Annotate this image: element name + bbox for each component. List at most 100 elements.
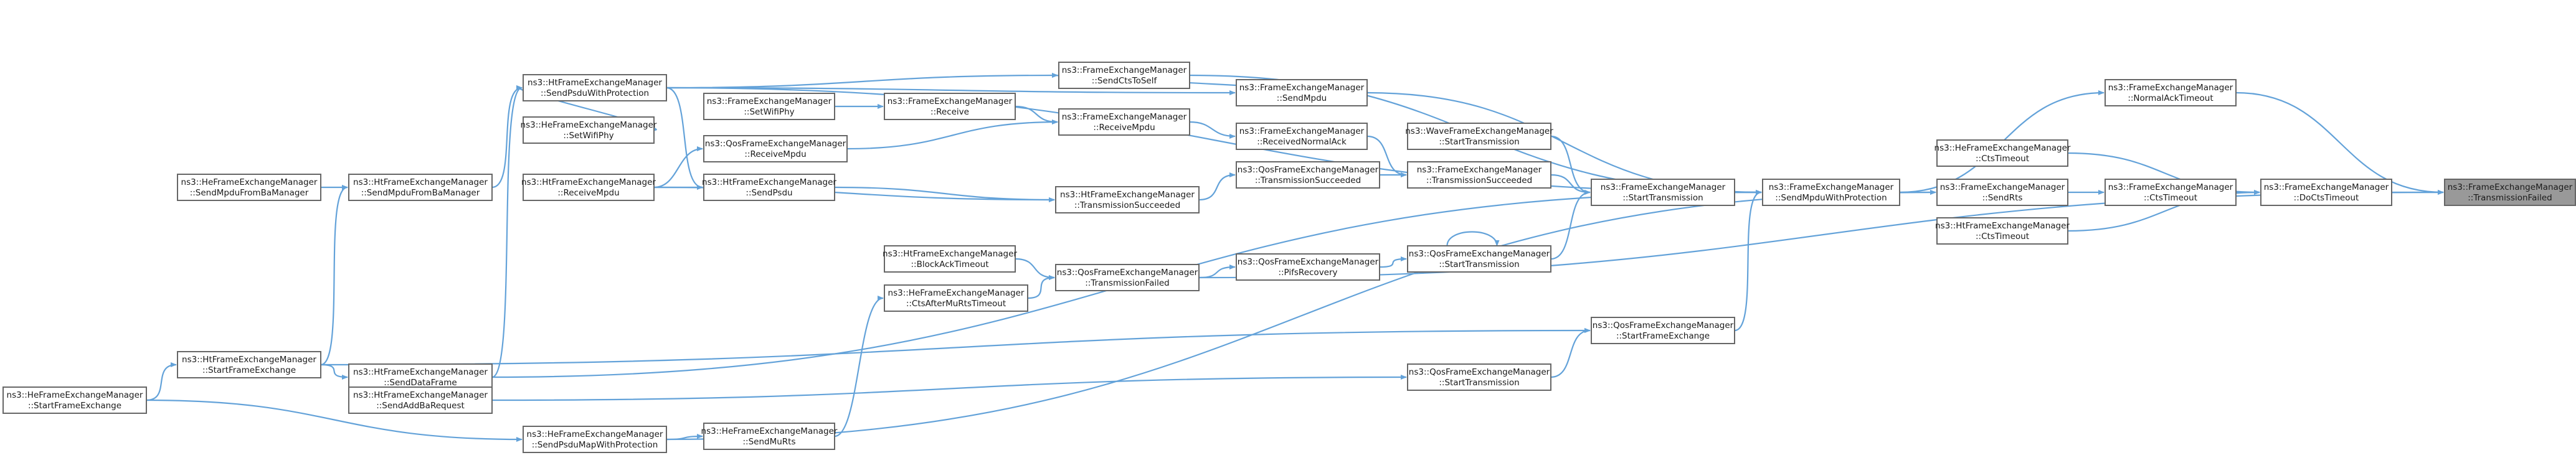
node-class-label: ns3::HtFrameExchangeManager <box>182 355 316 365</box>
graph-node[interactable]: ns3::WaveFrameExchangeManager::StartTran… <box>1405 123 1553 150</box>
node-box[interactable] <box>1407 123 1551 150</box>
node-box[interactable] <box>703 93 835 120</box>
node-method-label: ::SendPsdu <box>746 188 792 198</box>
node-class-label: ns3::FrameExchangeManager <box>2108 83 2233 93</box>
node-box[interactable] <box>703 174 835 201</box>
node-box[interactable] <box>2105 179 2237 206</box>
edge-n35-to-n30 <box>491 85 523 378</box>
node-box[interactable] <box>1936 217 2068 245</box>
graph-node[interactable]: ns3::HtFrameExchangeManager::ReceiveMpdu <box>521 174 656 201</box>
node-box[interactable] <box>2260 179 2392 206</box>
graph-node[interactable]: ns3::QosFrameExchangeManager::ReceiveMpd… <box>703 135 848 162</box>
graph-node[interactable]: ns3::QosFrameExchangeManager::Transmissi… <box>1236 161 1380 189</box>
graph-node[interactable]: ns3::QosFrameExchangeManager::Transmissi… <box>1055 264 1200 291</box>
graph-node[interactable]: ns3::HtFrameExchangeManager::SendMpduFro… <box>348 174 493 201</box>
graph-node[interactable]: ns3::FrameExchangeManager::SetWifiPhy <box>703 93 835 120</box>
edge-n29-to-n28 <box>834 296 884 438</box>
graph-node[interactable]: ns3::HtFrameExchangeManager::SendPsdu <box>702 174 836 201</box>
graph-node[interactable]: ns3::FrameExchangeManager::Receive <box>884 93 1016 120</box>
graph-node[interactable]: ns3::FrameExchangeManager::ReceiveMpdu <box>1058 108 1190 136</box>
graph-node[interactable]: ns3::HtFrameExchangeManager::SendAddBaRe… <box>348 386 493 414</box>
node-box[interactable] <box>2 386 147 414</box>
node-box[interactable] <box>177 351 321 378</box>
graph-node[interactable]: ns3::FrameExchangeManager::TransmissionF… <box>2444 179 2576 206</box>
node-class-label: ns3::WaveFrameExchangeManager <box>1405 126 1553 136</box>
graph-node[interactable]: ns3::HeFrameExchangeManager::SendPsduMap… <box>523 426 667 453</box>
node-box[interactable] <box>703 135 848 162</box>
node-class-label: ns3::FrameExchangeManager <box>2108 182 2233 192</box>
node-box[interactable] <box>177 174 321 201</box>
node-box[interactable] <box>884 93 1016 120</box>
graph-node[interactable]: ns3::FrameExchangeManager::ReceivedNorma… <box>1236 123 1368 150</box>
graph-node[interactable]: ns3::FrameExchangeManager::CtsTimeout <box>2105 179 2237 206</box>
node-class-label: ns3::HtFrameExchangeManager <box>883 249 1017 259</box>
node-box[interactable] <box>1407 363 1551 391</box>
node-box[interactable] <box>1058 62 1190 89</box>
graph-node[interactable]: ns3::HeFrameExchangeManager::SendMuRts <box>701 423 838 450</box>
graph-node[interactable]: ns3::HtFrameExchangeManager::CtsTimeout <box>1935 217 2070 245</box>
node-box[interactable] <box>884 284 1028 312</box>
node-box[interactable] <box>1407 161 1551 189</box>
graph-node[interactable]: ns3::HtFrameExchangeManager::SendDataFra… <box>348 363 493 391</box>
node-box[interactable] <box>523 116 655 144</box>
graph-node[interactable]: ns3::FrameExchangeManager::TransmissionS… <box>1407 161 1551 189</box>
graph-node[interactable]: ns3::HeFrameExchangeManager::StartFrameE… <box>2 386 147 414</box>
node-class-label: ns3::HeFrameExchangeManager <box>7 390 143 400</box>
graph-node[interactable]: ns3::QosFrameExchangeManager::StartFrame… <box>1591 317 1735 344</box>
graph-node[interactable]: ns3::FrameExchangeManager::SendCtsToSelf <box>1058 62 1190 89</box>
node-box[interactable] <box>1058 108 1190 136</box>
node-box[interactable] <box>1591 179 1735 206</box>
node-box[interactable] <box>348 174 493 201</box>
node-method-label: ::TransmissionFailed <box>1085 278 1169 288</box>
node-method-label: ::Receive <box>930 107 969 117</box>
node-class-label: ns3::QosFrameExchangeManager <box>1593 321 1734 330</box>
graph-node[interactable]: ns3::FrameExchangeManager::DoCtsTimeout <box>2260 179 2392 206</box>
node-box[interactable] <box>348 386 493 414</box>
edge-n11-to-n12 <box>1189 121 1236 139</box>
graph-node[interactable]: ns3::FrameExchangeManager::SendRts <box>1936 179 2068 206</box>
node-box[interactable] <box>348 363 493 391</box>
node-box[interactable] <box>2105 79 2237 106</box>
graph-node[interactable]: ns3::QosFrameExchangeManager::StartTrans… <box>1407 245 1551 273</box>
node-class-label: ns3::QosFrameExchangeManager <box>1409 367 1550 377</box>
node-box[interactable] <box>1236 161 1380 189</box>
graph-node[interactable]: ns3::QosFrameExchangeManager::StartTrans… <box>1407 363 1551 391</box>
node-box[interactable] <box>884 245 1016 273</box>
node-box[interactable] <box>1236 123 1368 150</box>
node-box[interactable] <box>1055 186 1200 213</box>
edge-n19-to-n20 <box>1550 328 1591 378</box>
graph-node[interactable]: ns3::HeFrameExchangeManager::SendMpduFro… <box>177 174 321 201</box>
graph-node[interactable]: ns3::FrameExchangeManager::SendMpdu <box>1236 79 1368 106</box>
node-box[interactable] <box>1055 264 1200 291</box>
node-method-label: ::SendCtsToSelf <box>1092 76 1158 86</box>
node-box[interactable] <box>523 74 667 101</box>
node-box[interactable] <box>703 423 835 450</box>
node-box[interactable] <box>1762 179 1900 206</box>
node-method-label: ::CtsAfterMuRtsTimeout <box>906 299 1006 309</box>
edge-n17-to-n15 <box>1550 190 1591 260</box>
graph-node[interactable]: ns3::FrameExchangeManager::NormalAckTime… <box>2105 79 2237 106</box>
node-box[interactable] <box>1591 317 1735 344</box>
edge-n20-to-n8 <box>1734 190 1762 332</box>
graph-node[interactable]: ns3::HeFrameExchangeManager::CtsAfterMuR… <box>884 284 1028 312</box>
node-box[interactable] <box>523 426 667 453</box>
graph-node[interactable]: ns3::HtFrameExchangeManager::SendPsduWit… <box>523 74 667 101</box>
node-box[interactable] <box>523 174 655 201</box>
node-box[interactable] <box>1936 179 2068 206</box>
graph-node[interactable]: ns3::QosFrameExchangeManager::PifsRecove… <box>1236 253 1380 281</box>
node-box[interactable] <box>1407 245 1551 273</box>
node-box[interactable] <box>2444 179 2576 206</box>
graph-node[interactable]: ns3::FrameExchangeManager::SendMpduWithP… <box>1762 179 1900 206</box>
edge-n32-to-n25 <box>653 146 703 189</box>
graph-node[interactable]: ns3::FrameExchangeManager::StartTransmis… <box>1591 179 1735 206</box>
node-box[interactable] <box>1936 139 2068 167</box>
node-box[interactable] <box>1236 253 1380 281</box>
graph-node[interactable]: ns3::HtFrameExchangeManager::Transmissio… <box>1055 186 1200 213</box>
graph-node[interactable]: ns3::HtFrameExchangeManager::StartFrameE… <box>177 351 321 378</box>
graph-node[interactable]: ns3::HeFrameExchangeManager::SetWifiPhy <box>521 116 657 144</box>
node-class-label: ns3::HtFrameExchangeManager <box>353 390 488 400</box>
node-box[interactable] <box>1236 79 1368 106</box>
graph-node[interactable]: ns3::HeFrameExchangeManager::CtsTimeout <box>1934 139 2071 167</box>
graph-node[interactable]: ns3::HtFrameExchangeManager::BlockAckTim… <box>883 245 1017 273</box>
edge-n36-to-n20 <box>320 328 1591 366</box>
